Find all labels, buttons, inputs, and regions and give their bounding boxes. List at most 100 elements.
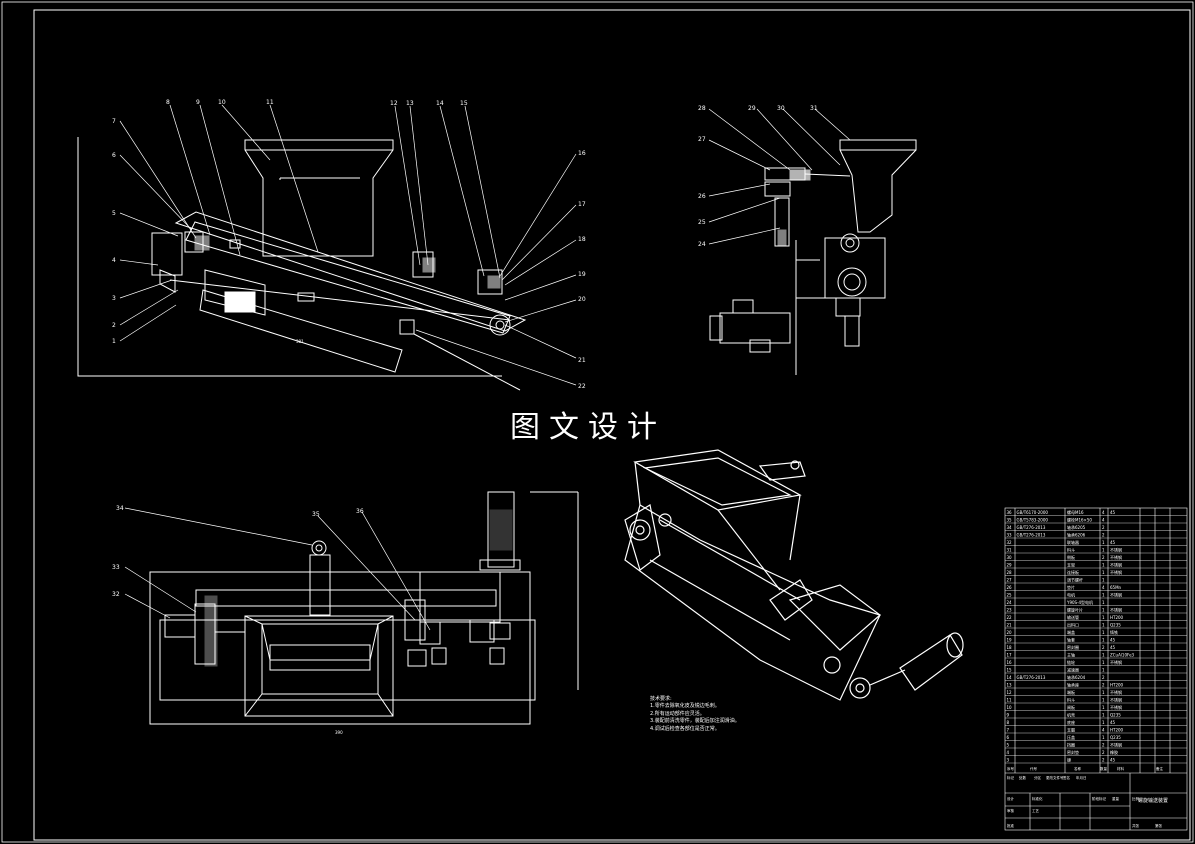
bom-cell-no: 34	[1007, 525, 1013, 530]
top-dimension: 390	[335, 730, 343, 735]
end-view-balloon-labels: 24 25 26 27 28 29 30 31	[698, 105, 818, 248]
top-view	[149, 491, 579, 725]
bom-cell-no: 4	[1007, 750, 1010, 755]
bom-cell-name: 闸板	[1067, 704, 1075, 710]
balloon-12: 12	[390, 100, 398, 107]
bom-table-grid	[1004, 507, 1188, 831]
balloon-3: 3	[112, 295, 116, 302]
bom-cell-qty: 1	[1102, 712, 1105, 717]
end-view	[709, 139, 917, 375]
bom-cell-qty: 1	[1102, 720, 1105, 725]
bom-cell-mat: Q235	[1110, 622, 1121, 627]
bom-cell-qty: 2	[1102, 532, 1105, 537]
bom-cell-qty: 1	[1102, 570, 1105, 575]
bom-cell-no: 9	[1007, 712, 1010, 717]
bom-cell-qty: 2	[1102, 682, 1105, 687]
bom-cell-no: 10	[1007, 705, 1013, 710]
title-block-label: 标记	[1007, 775, 1015, 780]
bom-cell-no: 20	[1007, 630, 1013, 635]
bom-cell-mat: 45	[1110, 540, 1116, 545]
bom-cell-qty: 1	[1102, 630, 1105, 635]
bom-cell-name: 出料口	[1067, 621, 1079, 627]
title-block-label: 共张	[1132, 823, 1140, 828]
bom-cell-mat: 45	[1110, 637, 1116, 642]
bom-cell-no: 29	[1007, 562, 1013, 567]
bom-cell-mat: 45	[1110, 510, 1116, 515]
side-view-balloon-labels: 1 2 3 4 5 6 7 8 9 10 11 12 13 14 15 16 1…	[112, 99, 586, 390]
bom-cell-name: 支腿	[1067, 726, 1075, 732]
title-block-label: 批准	[1007, 823, 1015, 828]
bom-cell-mat: 45	[1110, 757, 1116, 762]
title-block-label: 更改文件号	[1046, 775, 1064, 780]
title-block-labels: 标记处数分区更改文件号签名年月日设计标准化阶段标记重量比例审核工艺批准共张第张	[1007, 775, 1163, 828]
bom-cell-name: 轴承6205	[1067, 524, 1086, 530]
bom-cell-no: 36	[1007, 510, 1013, 515]
bom-cell-qty: 2	[1102, 525, 1105, 530]
bom-cell-mat: 不锈钢	[1110, 696, 1122, 702]
note-line-2: 2.所有运动部件应灵活。	[650, 710, 705, 717]
bom-cell-no: 28	[1007, 570, 1013, 575]
title-block-label: 审核	[1007, 808, 1015, 813]
bom-cell-qty: 1	[1102, 667, 1105, 672]
balloon-31: 31	[810, 105, 818, 112]
title-block-label: 签名	[1063, 775, 1070, 780]
bom-cell-mat: 不锈钢	[1110, 554, 1122, 560]
balloon-15: 15	[460, 100, 468, 107]
balloon-25: 25	[698, 219, 706, 226]
bom-cell-qty: 1	[1102, 705, 1105, 710]
bom-cell-mat: 不锈钢	[1110, 591, 1122, 597]
bom-cell-name: 电机	[1067, 591, 1075, 597]
bom-cell-no: 24	[1007, 600, 1013, 605]
bom-cell-no: 30	[1007, 555, 1013, 560]
balloon-7: 7	[112, 118, 116, 125]
bom-cell-name: 螺母M16	[1067, 509, 1084, 515]
bom-cell-no: 19	[1007, 637, 1013, 642]
title-block-label: 重量	[1112, 796, 1120, 801]
bom-cell-mat: 铸铁	[1110, 629, 1118, 635]
bom-cell-mat: ZCuAl10Fe3	[1110, 652, 1135, 657]
bom-cell-mat: Q235	[1110, 712, 1121, 717]
bom-cell-mat: 不锈钢	[1110, 546, 1122, 552]
bom-cell-qty: 1	[1102, 562, 1105, 567]
bom-cell-name: 料斗	[1067, 696, 1075, 702]
bom-cell-qty: 4	[1102, 517, 1105, 522]
side-view	[77, 137, 527, 391]
bom-cell-mat: 不锈钢	[1110, 741, 1122, 747]
bom-cell-no: 5	[1007, 742, 1010, 747]
side-view-leaders	[119, 104, 577, 386]
bom-cell-qty: 2	[1102, 750, 1105, 755]
bom-cell-no: 7	[1007, 727, 1010, 732]
balloon-20: 20	[578, 296, 586, 303]
title-block-label: 设计	[1007, 796, 1015, 801]
bom-cell-mat: 45	[1110, 720, 1116, 725]
balloon-26: 26	[698, 193, 706, 200]
bom-cell-name: 机壳	[1067, 711, 1075, 717]
bom-cell-qty: 2	[1102, 645, 1105, 650]
bom-cell-name: 减速器	[1067, 666, 1079, 672]
side-dimension: 381	[296, 339, 304, 344]
bom-cell-mat: 橡胶	[1110, 749, 1118, 755]
bom-cell-name: 轴承6206	[1067, 531, 1086, 537]
bom-cell-name: 连接板	[1067, 569, 1079, 575]
balloon-6: 6	[112, 152, 116, 159]
bom-cell-name: 主轴	[1067, 651, 1075, 657]
balloon-13: 13	[406, 100, 414, 107]
balloon-2: 2	[112, 322, 116, 329]
title-block-label: 年月日	[1076, 775, 1087, 780]
watermark-text: 图文设计	[510, 410, 666, 445]
bom-cell-qty: 1	[1102, 547, 1105, 552]
note-line-1: 1.零件去除氧化皮及锐边毛刺。	[650, 703, 720, 710]
bom-header-remark: 备注	[1156, 766, 1164, 771]
balloon-35: 35	[312, 511, 320, 518]
bom-cell-no: 32	[1007, 540, 1013, 545]
bom-cell-qty: 1	[1102, 607, 1105, 612]
top-view-leaders	[124, 507, 431, 631]
bom-header-mat: 材料	[1117, 766, 1125, 771]
bom-cell-no: 14	[1007, 675, 1013, 680]
title-block-label: 比例	[1132, 796, 1140, 801]
bom-cell-no: 27	[1007, 577, 1013, 582]
top-view-balloon-labels: 32 33 34 35 36 390	[112, 505, 364, 735]
bom-cell-std: GB/T276-2013	[1017, 675, 1046, 680]
balloon-32: 32	[112, 591, 120, 598]
balloon-4: 4	[112, 257, 116, 264]
